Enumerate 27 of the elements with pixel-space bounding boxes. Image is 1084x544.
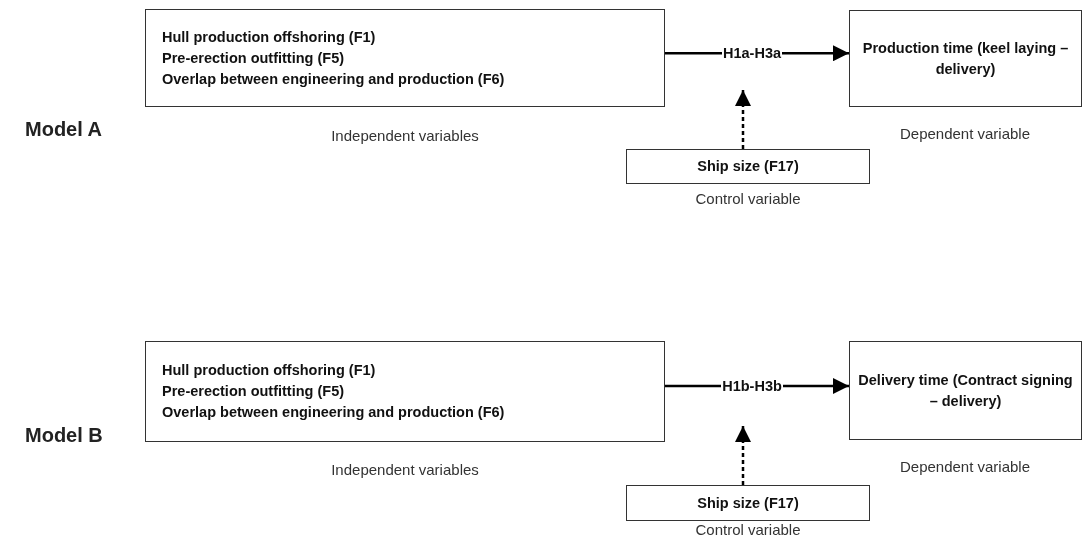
edge-label: H1b-H3b <box>721 378 783 394</box>
variable-name: Pre-erection outfitting (F5) <box>162 382 345 401</box>
variable-box <box>145 341 665 442</box>
variable-box <box>626 485 870 521</box>
variable-box <box>849 10 1082 107</box>
variable-name: Overlap between engineering and production (F6) <box>162 69 505 89</box>
variable-name: Hull production offshoring (F1) <box>162 27 376 47</box>
role-caption: Control variable <box>694 521 802 538</box>
variable-name: Hull production offshoring (F1) <box>162 361 376 380</box>
variable-name: Production time (keel laying – delivery) <box>861 38 1070 79</box>
model-label: Model A <box>25 118 103 141</box>
variable-box <box>849 341 1082 440</box>
variable-name: Ship size (F17) <box>697 157 799 176</box>
variable-name: Overlap between engineering and production (F6) <box>162 403 505 422</box>
variable-name: Pre-erection outfitting (F5) <box>162 48 345 68</box>
role-caption: Dependent variable <box>898 125 1032 142</box>
variable-name: Delivery time (Contract signing – delivery) <box>857 370 1074 411</box>
role-caption: Dependent variable <box>898 458 1032 475</box>
variable-box <box>145 9 665 107</box>
arrow <box>735 90 751 149</box>
role-caption: Independent variables <box>330 127 480 144</box>
variable-name: Ship size (F17) <box>697 493 799 513</box>
role-caption: Independent variables <box>330 461 480 478</box>
role-caption: Control variable <box>694 190 802 207</box>
model-label: Model B <box>25 424 103 447</box>
variable-box <box>626 149 870 184</box>
arrow <box>735 426 751 485</box>
